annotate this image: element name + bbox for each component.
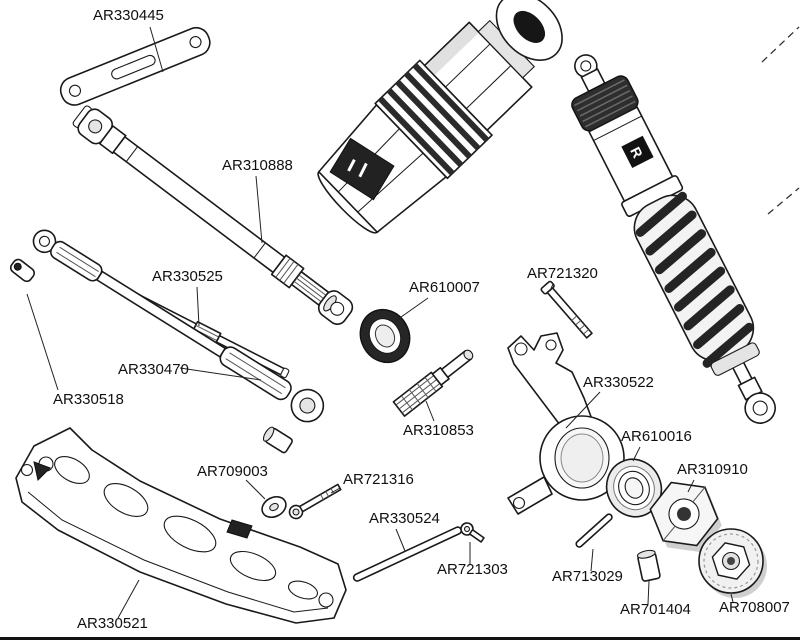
part-ar330518-ball-stud <box>9 258 36 283</box>
part-label-ar721303: AR721303 <box>437 561 508 578</box>
part-label-ar709003: AR709003 <box>197 463 268 480</box>
part-label-ar721320: AR721320 <box>527 265 598 282</box>
part-ar701404-bushing <box>636 549 661 582</box>
leader-ar310910 <box>687 479 695 493</box>
part-ar713029-pin <box>575 513 613 548</box>
shock-logo-badge <box>621 135 654 169</box>
part-ar330470-link <box>32 229 325 423</box>
part-label-ar330524: AR330524 <box>369 510 440 527</box>
part-shock-body-reservoir <box>317 0 563 234</box>
arm-logo-mark <box>226 519 253 539</box>
part-label-ar330522: AR330522 <box>583 374 654 391</box>
bottom-border <box>0 637 800 640</box>
dashed-boundary-line <box>761 26 800 63</box>
dashed-boundary-line <box>767 187 800 215</box>
leader-ar713029 <box>590 548 594 572</box>
part-ar721320-screw <box>540 280 593 339</box>
part-ar708007-wheel-nut <box>698 528 767 598</box>
leader-ar709003 <box>245 479 266 500</box>
arm-triangle-mark <box>33 461 51 481</box>
part-ar310888-driveshaft <box>72 105 354 325</box>
part-ar330522-hub-carrier <box>507 332 625 515</box>
part-label-ar610007: AR610007 <box>409 279 480 296</box>
part-label-ar701404: AR701404 <box>620 601 691 618</box>
part-label-ar330470: AR330470 <box>118 361 189 378</box>
part-label-ar330445: AR330445 <box>93 7 164 24</box>
part-ar330521-suspension-arm <box>15 427 347 624</box>
part-ar330445-brace-plate <box>59 26 211 106</box>
part-ar721316-screw <box>288 483 342 520</box>
leader-ar330518 <box>26 293 59 391</box>
part-label-ar330525: AR330525 <box>152 268 223 285</box>
part-ar610007-seal <box>359 308 411 364</box>
leader-ar330445 <box>149 26 164 73</box>
leader-ar708007 <box>730 593 734 603</box>
part-pivot-ball-insert <box>262 426 293 454</box>
leader-ar721320 <box>549 283 554 292</box>
part-label-ar310910: AR310910 <box>677 461 748 478</box>
part-ar610016-bearing <box>605 458 663 518</box>
part-label-ar610016: AR610016 <box>621 428 692 445</box>
part-ar721303-screw <box>460 522 485 543</box>
leader-ar330525 <box>196 286 200 327</box>
leader-ar330470 <box>179 367 262 381</box>
leader-ar721316 <box>330 487 341 494</box>
part-ar709003-washer <box>261 495 287 519</box>
leader-ar610016 <box>632 446 641 462</box>
part-label-ar721316: AR721316 <box>343 471 414 488</box>
leader-ar310888 <box>255 175 263 244</box>
leader-ar330521 <box>117 579 140 619</box>
leader-ar610007 <box>393 297 429 323</box>
part-label-ar713029: AR713029 <box>552 568 623 585</box>
part-label-ar330518: AR330518 <box>53 391 124 408</box>
leader-ar701404 <box>647 580 650 605</box>
part-ar310853-stub-axle <box>392 349 474 417</box>
part-label-ar310888: AR310888 <box>222 157 293 174</box>
leader-ar330524 <box>395 528 406 552</box>
part-label-ar330521: AR330521 <box>77 615 148 632</box>
leader-ar310853 <box>425 400 435 422</box>
part-ar310910-hex-hub <box>649 481 722 553</box>
leader-ar330522 <box>565 391 601 429</box>
part-label-ar708007: AR708007 <box>719 599 790 616</box>
part-label-ar310853: AR310853 <box>403 422 474 439</box>
part-shock-absorber: R <box>571 54 776 424</box>
